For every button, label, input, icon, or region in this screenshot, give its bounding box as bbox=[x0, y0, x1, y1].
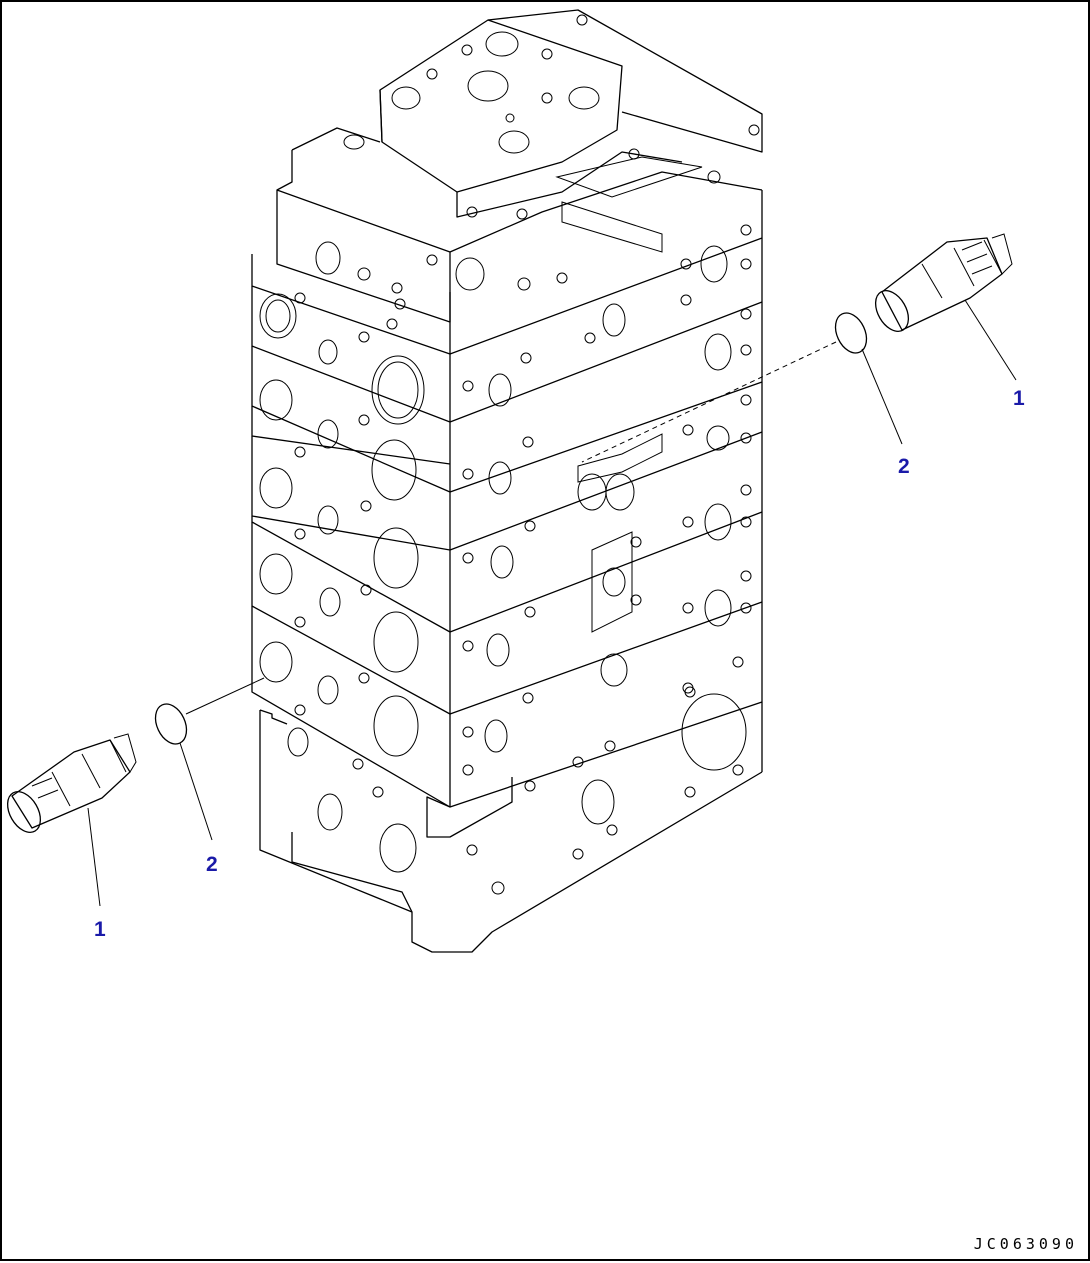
relief-valve-left bbox=[6, 733, 137, 833]
callout-part-2-left: 2 bbox=[206, 853, 218, 876]
callout-part-2-right: 2 bbox=[898, 455, 910, 478]
control-valve-body bbox=[251, 9, 763, 953]
leader-lines bbox=[87, 299, 1017, 907]
drawing-code: JC063090 bbox=[973, 1235, 1078, 1253]
callout-part-1-right: 1 bbox=[1013, 387, 1025, 410]
o-ring-right bbox=[834, 312, 868, 354]
relief-valve-right bbox=[874, 233, 1013, 332]
o-ring-left bbox=[154, 703, 188, 745]
callout-part-1-left: 1 bbox=[94, 918, 106, 941]
